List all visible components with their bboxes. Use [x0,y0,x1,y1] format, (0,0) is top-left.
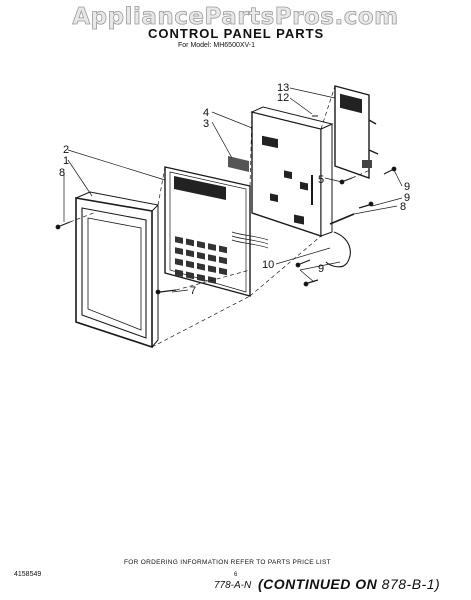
callout-8: 8 [400,201,406,213]
model-subtitle: For Model: MH6500XV-1 [178,42,256,49]
callout-12: 12 [277,92,289,104]
continued-text: (CONTINUED ON [258,576,378,592]
callout-9-bottom: 9 [318,263,324,275]
callout-2: 2 [63,144,69,156]
callout-13: 13 [277,82,289,94]
callout-1: 1 [63,155,69,167]
alignment-lines [69,85,371,348]
callout-9-right-lower: 9 [404,192,410,204]
callout-9-right: 9 [404,181,410,193]
circuit-board [312,85,379,179]
document-number: 4158549 [14,571,42,578]
leader-lines [63,87,403,293]
wire-lead [325,231,351,268]
nameplate [228,156,249,172]
page-title: CONTROL PANEL PARTS [148,26,325,41]
callout-3: 3 [203,118,209,130]
front-frame [75,191,159,349]
ordering-note: FOR ORDERING INFORMATION REFER TO PARTS … [124,559,331,566]
handwritten-code: 778-A-N [214,580,252,591]
continued-reference: 878-B-1) [381,576,441,592]
watermark-text: AppliancePartsPros.com [72,4,399,31]
callout-7: 7 [190,285,196,297]
callout-9-left: 8 [59,167,65,179]
continued-on-label: (CONTINUED ON 878-B-1) [258,576,440,592]
callout-10: 10 [262,259,274,271]
callout-5: 5 [318,174,324,186]
screws [55,166,397,295]
control-bracket [250,106,334,237]
callout-4: 4 [203,107,209,119]
page-number: 6 [234,572,238,578]
